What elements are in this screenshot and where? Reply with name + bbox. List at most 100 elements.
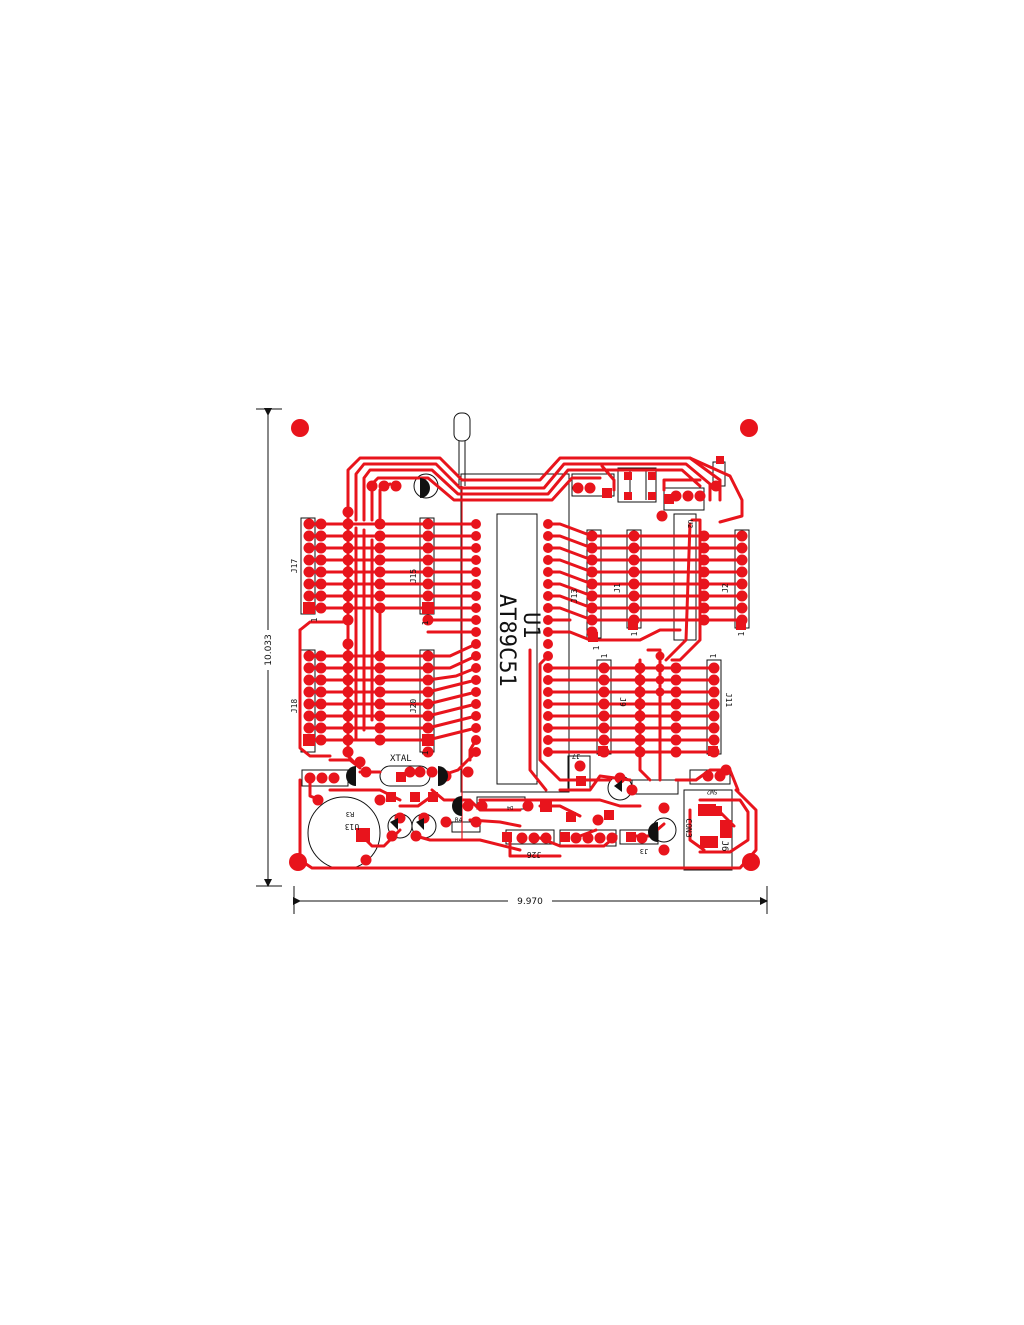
pad [303,518,315,530]
copper-rect-pads [303,456,746,848]
u1-part-label: AT89C51 [494,594,519,687]
pad [390,480,402,492]
pad [543,591,553,601]
pad [543,675,553,685]
pad [342,650,354,662]
pad [586,554,598,566]
pad [708,710,720,722]
pad [471,567,481,577]
pad [471,591,481,601]
pad [342,518,354,530]
pad [574,760,586,772]
pad [670,722,682,734]
pad [440,816,452,828]
pad [655,687,665,697]
j20-pin1-marker: 1 [421,750,430,755]
pad [471,555,481,565]
pad [342,542,354,554]
pad [736,602,748,614]
pad [342,710,354,722]
pad [656,510,668,522]
pad [303,686,315,698]
pad [422,518,434,530]
pad [422,542,434,554]
pad [303,674,315,686]
pad [543,663,553,673]
pad [303,590,315,602]
pad [422,686,434,698]
pad [303,710,315,722]
pad [422,554,434,566]
pad [471,543,481,553]
pad [628,590,640,602]
pad [516,832,528,844]
pad [628,602,640,614]
pad [303,566,315,578]
pad [628,578,640,590]
j1-pin1-marker: 1 [630,631,639,636]
pad [572,482,584,494]
pad [543,747,553,757]
pad [655,651,665,661]
pad [378,480,390,492]
sw2-label: SW2 [706,788,717,795]
pad [634,674,646,686]
pad [471,615,481,625]
pad [698,614,710,626]
pad [698,602,710,614]
pad [543,627,553,637]
pad [342,530,354,542]
pad [471,675,481,685]
pad [682,490,694,502]
j26-label: J26 [527,850,542,859]
pad [634,662,646,674]
pad [702,770,714,782]
pad [374,602,386,614]
pad [471,663,481,673]
pad [471,723,481,733]
pad [628,554,640,566]
j6-label: J6 [719,841,729,852]
pad [543,735,553,745]
pad [315,554,327,566]
pad [698,590,710,602]
pad [586,542,598,554]
pad [342,638,354,650]
pad [342,674,354,686]
pad [374,542,386,554]
copper-pads [303,480,748,866]
pad [315,602,327,614]
pad [670,746,682,758]
mounting-hole-tl [291,419,309,437]
pad [543,699,553,709]
pad [303,530,315,542]
pad [606,832,618,844]
pad [462,800,474,812]
pad [543,651,553,661]
pad [303,722,315,734]
pad [342,686,354,698]
pad [598,674,610,686]
pad [694,490,706,502]
pad [315,722,327,734]
con3-label: CON3 [684,818,693,837]
pad [315,566,327,578]
pad [708,674,720,686]
pad [708,734,720,746]
pad [543,543,553,553]
pad [374,698,386,710]
pad [315,686,327,698]
pad [586,590,598,602]
pad [698,542,710,554]
pad [586,602,598,614]
mounting-hole-tr [740,419,758,437]
pad [422,590,434,602]
pad [634,734,646,746]
pad [304,772,316,784]
pad [471,711,481,721]
pad [471,531,481,541]
pad [374,530,386,542]
pad [543,639,553,649]
pad [315,542,327,554]
pad [316,772,328,784]
